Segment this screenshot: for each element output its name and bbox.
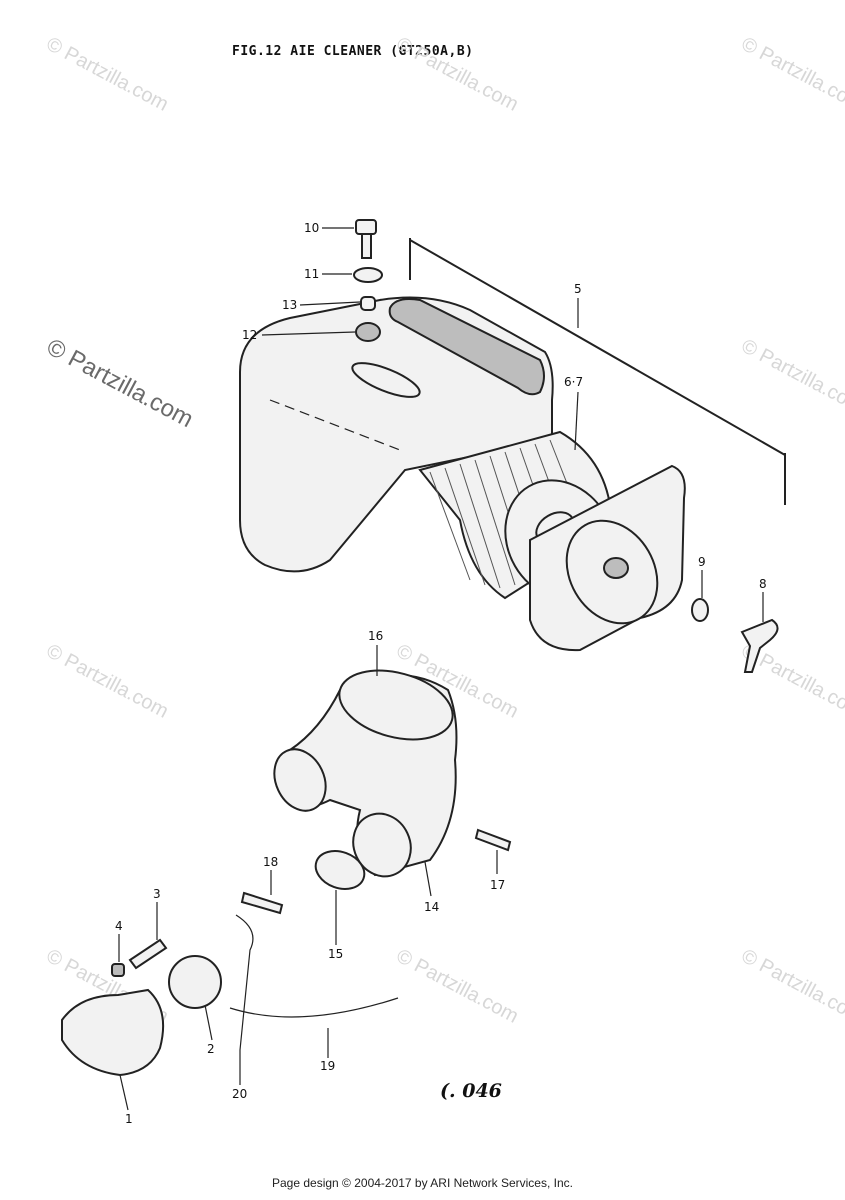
pipe-18 [240, 891, 284, 915]
callout-16: 16 [368, 629, 383, 643]
watermark-text: © Partzilla.com [393, 945, 522, 1028]
watermark-layer: © Partzilla.com © Partzilla.com © Partzi… [42, 33, 845, 1028]
watermark-text: © Partzilla.com [393, 33, 522, 116]
washer-11 [353, 267, 383, 283]
assembly-bracket-5 [409, 238, 786, 505]
watermark-text: © Partzilla.com [738, 335, 845, 418]
callout-12: 12 [242, 328, 257, 342]
callout-10: 10 [304, 221, 319, 235]
callout-5: 5 [574, 282, 582, 296]
clamp-16 [338, 669, 454, 741]
hose-20 [235, 914, 254, 1051]
clamp-2 [168, 955, 222, 1009]
callout-3: 3 [153, 887, 161, 901]
wing-nut-8 [740, 618, 779, 673]
watermark-text: © Partzilla.com [43, 33, 172, 116]
hose-19 [229, 997, 399, 1018]
air-cleaner-cover [529, 464, 686, 652]
intake-flange-1 [61, 988, 165, 1077]
callout-17: 17 [490, 878, 505, 892]
air-cleaner-case [239, 296, 554, 573]
nut-4 [111, 963, 125, 977]
callout-11: 11 [304, 267, 319, 281]
callout-19: 19 [320, 1059, 335, 1073]
callout-15: 15 [328, 947, 343, 961]
watermark-text: © Partzilla.com [738, 945, 845, 1028]
cap-13 [360, 296, 376, 311]
exploded-view-drawing: © Partzilla.com © Partzilla.com © Partzi… [42, 33, 845, 1126]
callout-1: 1 [125, 1112, 133, 1126]
callout-2: 2 [207, 1042, 215, 1056]
leader-lines [118, 227, 764, 1111]
grommet-12 [355, 322, 381, 342]
page-footer: Page design © 2004-2017 by ARI Network S… [271, 1176, 573, 1190]
callout-18: 18 [263, 855, 278, 869]
watermark-text: © Partzilla.com [738, 33, 845, 116]
callout-4: 4 [115, 919, 123, 933]
watermark-text-large: © Partzilla.com [42, 333, 197, 433]
callout-6-7: 6·7 [564, 375, 583, 389]
callout-13: 13 [282, 298, 297, 312]
drawing-code: (. 046 [440, 1080, 502, 1102]
clamp-15 [314, 850, 366, 890]
callout-9: 9 [698, 555, 706, 569]
callout-20: 20 [232, 1087, 247, 1101]
watermark-text: © Partzilla.com [43, 640, 172, 723]
callout-labels: 10 11 13 12 5 6·7 8 9 16 14 17 15 18 19 … [115, 221, 767, 1126]
bolt-10 [355, 219, 377, 259]
callout-14: 14 [424, 900, 439, 914]
screw-17 [474, 828, 512, 852]
diagram-title: FIG.12 AIE CLEANER (GT250A,B) [232, 44, 474, 59]
washer-9 [691, 598, 709, 622]
callout-8: 8 [759, 577, 767, 591]
bolt-3 [128, 938, 168, 970]
